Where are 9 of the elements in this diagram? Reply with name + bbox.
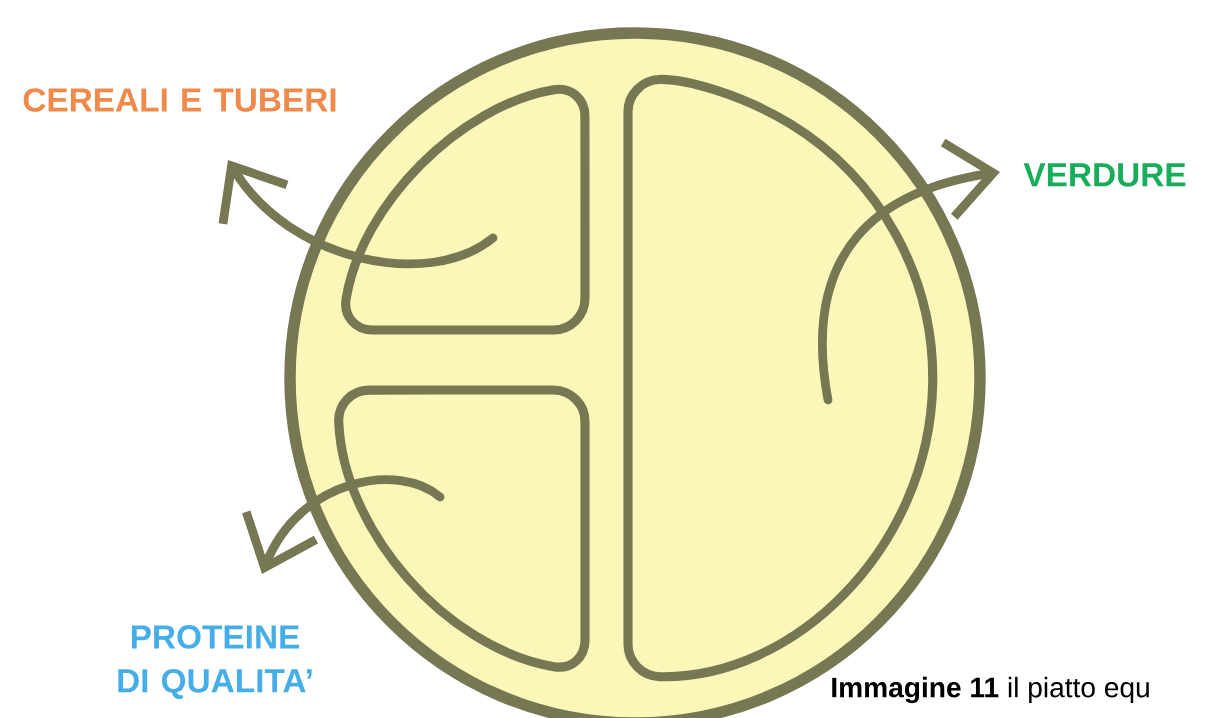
arrow xyxy=(218,160,498,269)
arrow xyxy=(818,138,1000,405)
compartment-outline xyxy=(334,385,590,672)
compartment-outline xyxy=(341,84,590,335)
category-label: VERDURE xyxy=(1023,163,1186,187)
category-label: PROTEINE DI QUALITA’ xyxy=(118,625,312,699)
category-label: CEREALI E TUBERI xyxy=(23,88,336,112)
arrow xyxy=(242,475,445,574)
caption: Immagine 11 il piatto equ xyxy=(832,676,1149,704)
